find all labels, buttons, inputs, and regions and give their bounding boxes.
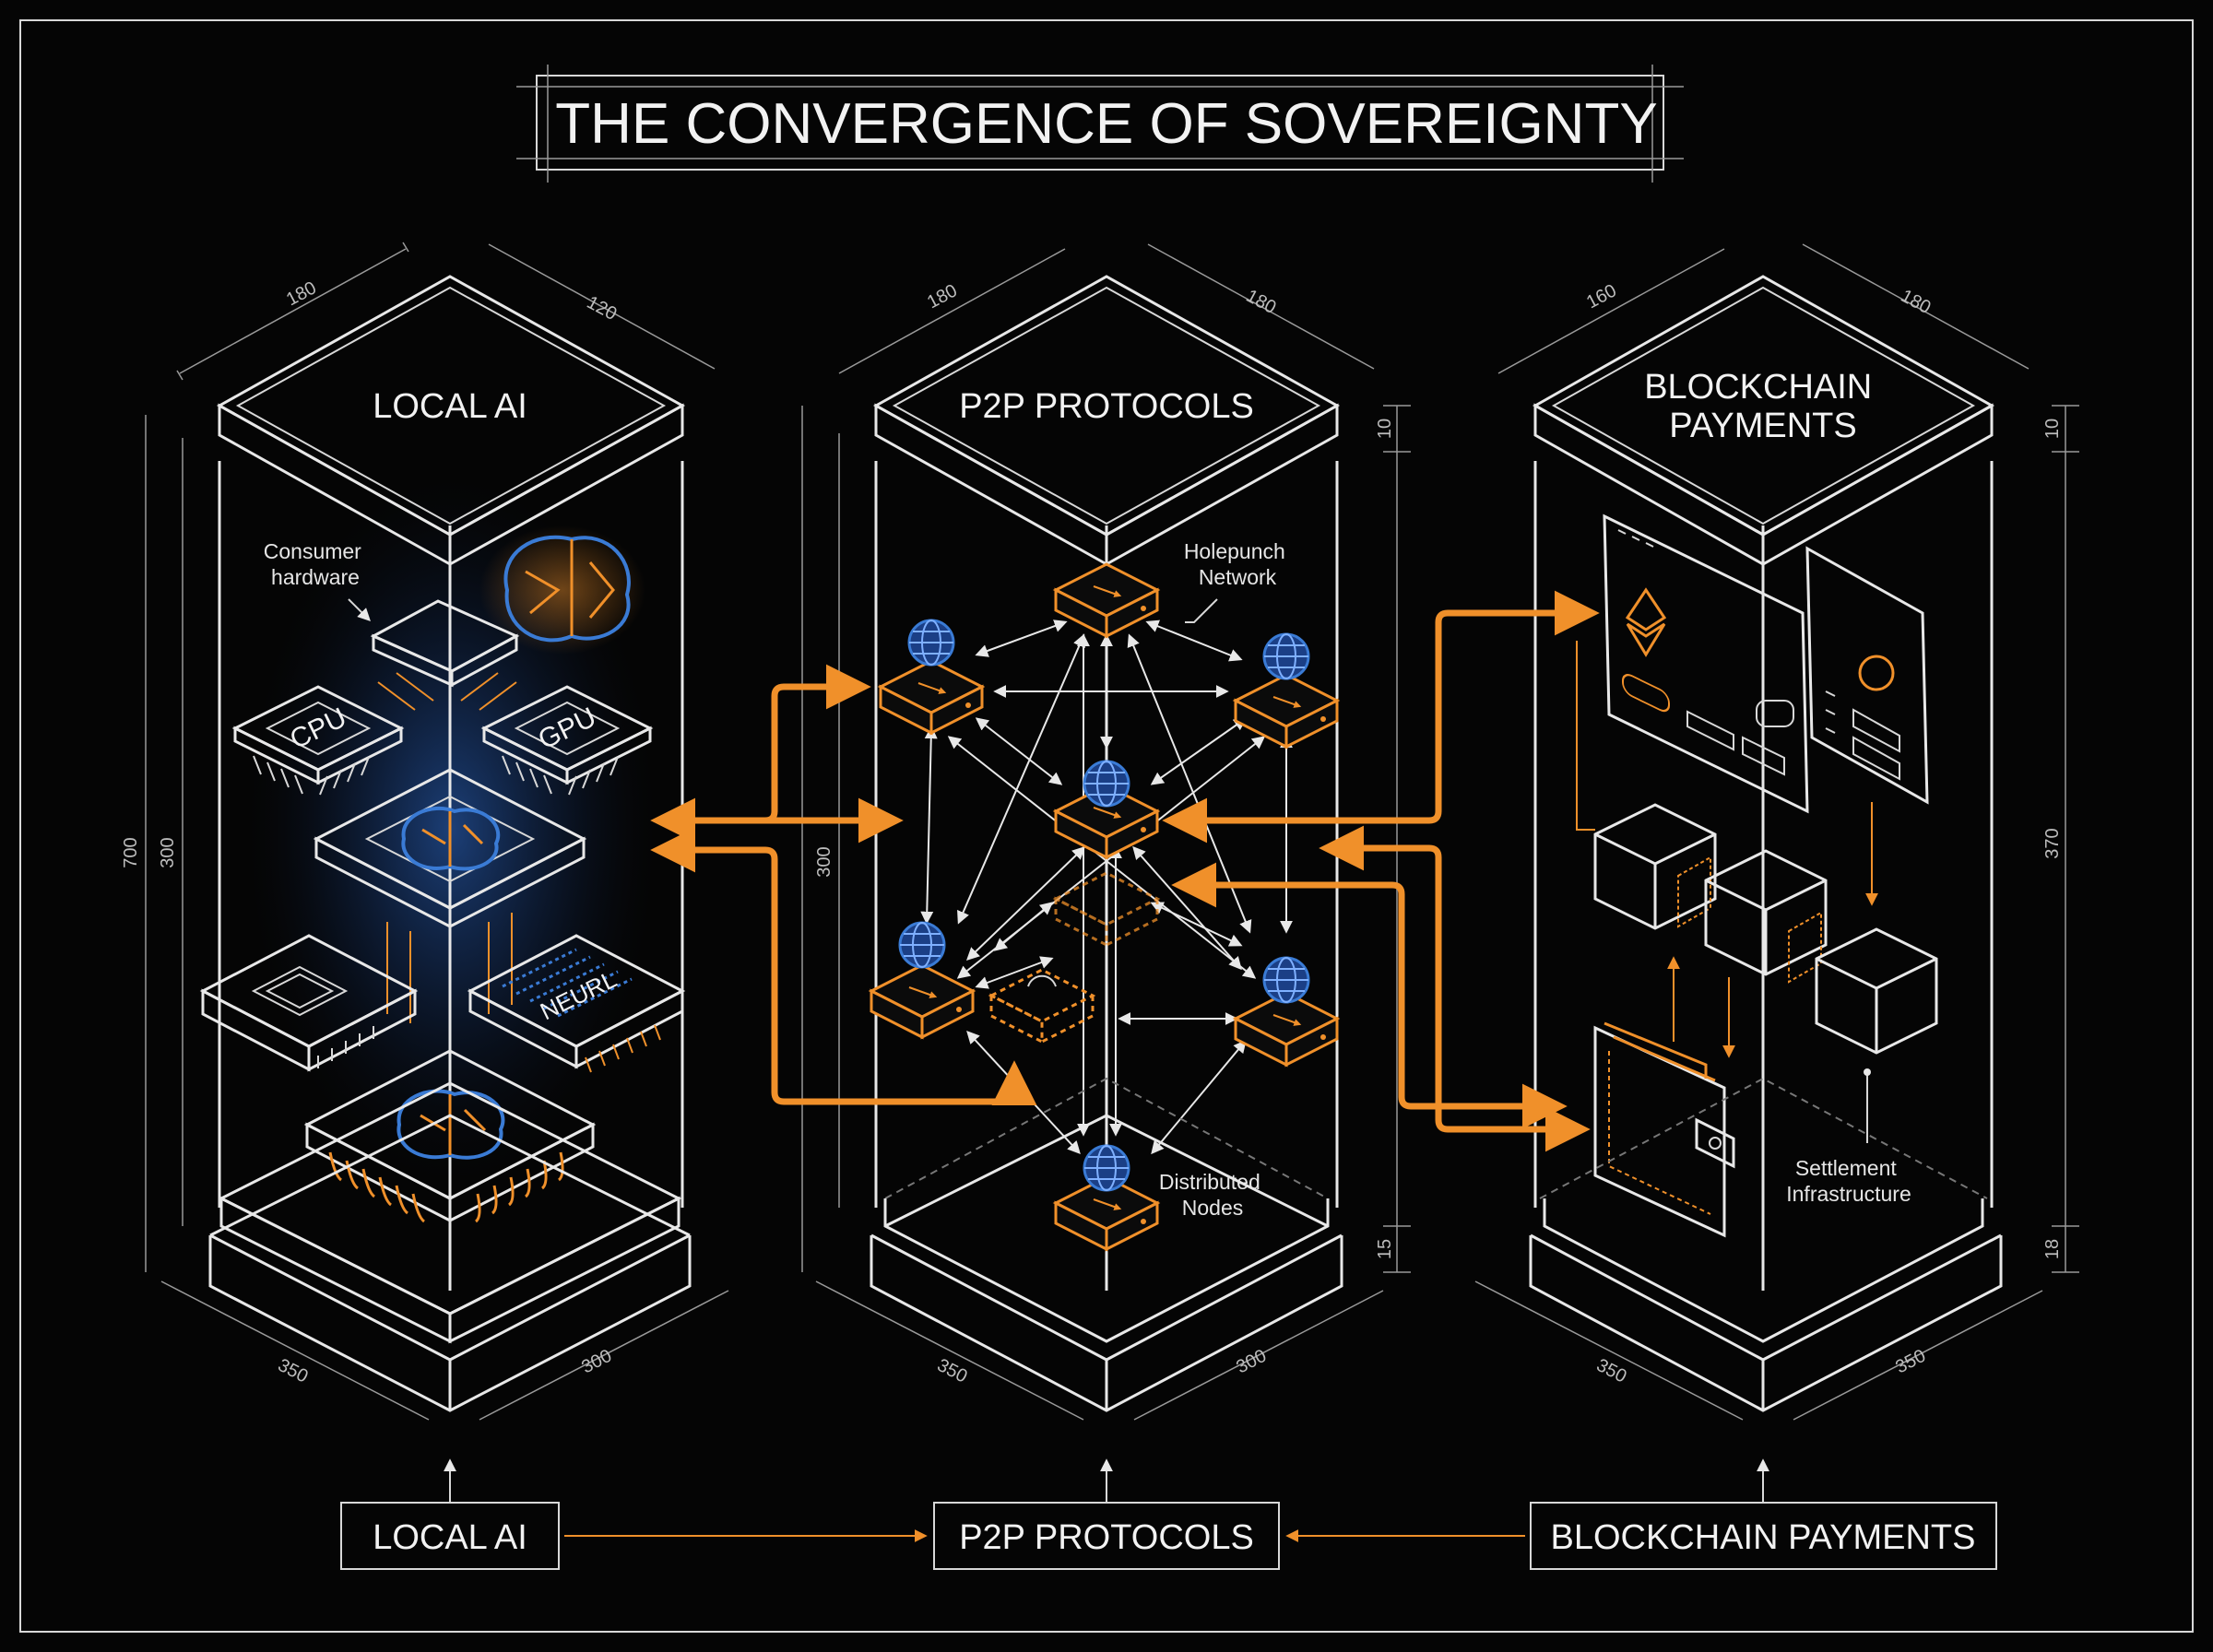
legend-label-p2p: P2P PROTOCOLS — [959, 1518, 1254, 1557]
legend-label-blockchain: BLOCKCHAIN PAYMENTS — [1550, 1518, 1975, 1557]
pillar-local-ai-top-label: LOCAL AI — [373, 387, 527, 426]
ethereum-icon — [1625, 587, 1667, 657]
brain-icon — [503, 535, 631, 643]
dim-right-base-b: 350 — [1892, 1346, 1929, 1378]
blockchain-cubes — [1593, 803, 1938, 1055]
dim-right-top-a: 160 — [1583, 280, 1620, 313]
network-node-center — [1056, 760, 1157, 857]
ai-processor-chip — [313, 768, 587, 929]
wallet-icon — [1593, 1021, 1735, 1238]
legend-box-blockchain — [1530, 1502, 1997, 1570]
dim-mid-height: 300 — [814, 846, 834, 877]
memory-module — [199, 934, 419, 1072]
outer-frame — [19, 19, 2194, 1633]
annotation-consumer-hardware: Consumer hardware — [264, 539, 368, 589]
legend-box-local-ai — [340, 1502, 560, 1570]
annotation-holepunch: Holepunch Network — [1184, 539, 1291, 589]
title-box: THE CONVERGENCE OF SOVEREIGNTY — [516, 65, 1684, 183]
dim-mid-base-h: 15 — [1375, 1239, 1395, 1259]
network-node-3 — [871, 921, 973, 1037]
dim-mid-base-b: 300 — [1233, 1346, 1270, 1378]
dim-left-height-inner: 300 — [158, 837, 178, 867]
legend-label-local-ai: LOCAL AI — [373, 1518, 527, 1557]
pillar-blockchain-top-label: BLOCKCHAIN PAYMENTS — [1644, 368, 1882, 445]
holepunch-node — [1056, 564, 1157, 636]
pillar-p2p-top-label: P2P PROTOCOLS — [959, 387, 1254, 426]
dim-left-base-a: 350 — [275, 1355, 312, 1387]
bottom-legend: LOCAL AI P2P PROTOCOLS BLOCKCHAIN PAYMEN… — [340, 1458, 1997, 1570]
dim-left-top-b: 120 — [584, 292, 621, 324]
wallet-screen — [1603, 513, 1809, 814]
dim-left-base-b: 300 — [578, 1346, 615, 1378]
annotation-settlement: Settlement Infrastructure — [1786, 1156, 1911, 1206]
dim-right-cap: 10 — [2042, 419, 2063, 439]
network-node-ghost — [1052, 871, 1161, 948]
dashboard-panel — [1805, 546, 1929, 805]
dim-right-base-a: 350 — [1593, 1355, 1630, 1387]
dim-mid-cap: 10 — [1375, 419, 1395, 439]
dim-mid-base-a: 350 — [934, 1355, 971, 1387]
network-node-2 — [1236, 632, 1337, 747]
network-node-1 — [881, 619, 982, 733]
dim-right-base-h: 18 — [2042, 1239, 2063, 1259]
flow-connectors — [650, 590, 1600, 1152]
pillar-p2p: P2P PROTOCOLS — [801, 243, 1411, 1421]
dim-right-height: 370 — [2042, 828, 2063, 858]
consumer-hardware-chip — [370, 599, 520, 688]
page-title: THE CONVERGENCE OF SOVEREIGNTY — [555, 92, 1657, 156]
annotation-distributed-nodes: Distributed Nodes — [1159, 1170, 1266, 1220]
network-node-dashed — [988, 968, 1096, 1044]
pillar-local-ai: LOCAL AI Consumer hardware CPU — [121, 242, 729, 1421]
dim-left-top-a: 180 — [283, 277, 320, 310]
dim-mid-top-a: 180 — [924, 280, 961, 313]
legend-box-p2p — [933, 1502, 1280, 1570]
distributed-node — [1056, 1144, 1157, 1249]
pillar-blockchain: BLOCKCHAIN PAYMENTS — [1474, 243, 2079, 1421]
dim-left-height-outer: 700 — [121, 837, 141, 867]
